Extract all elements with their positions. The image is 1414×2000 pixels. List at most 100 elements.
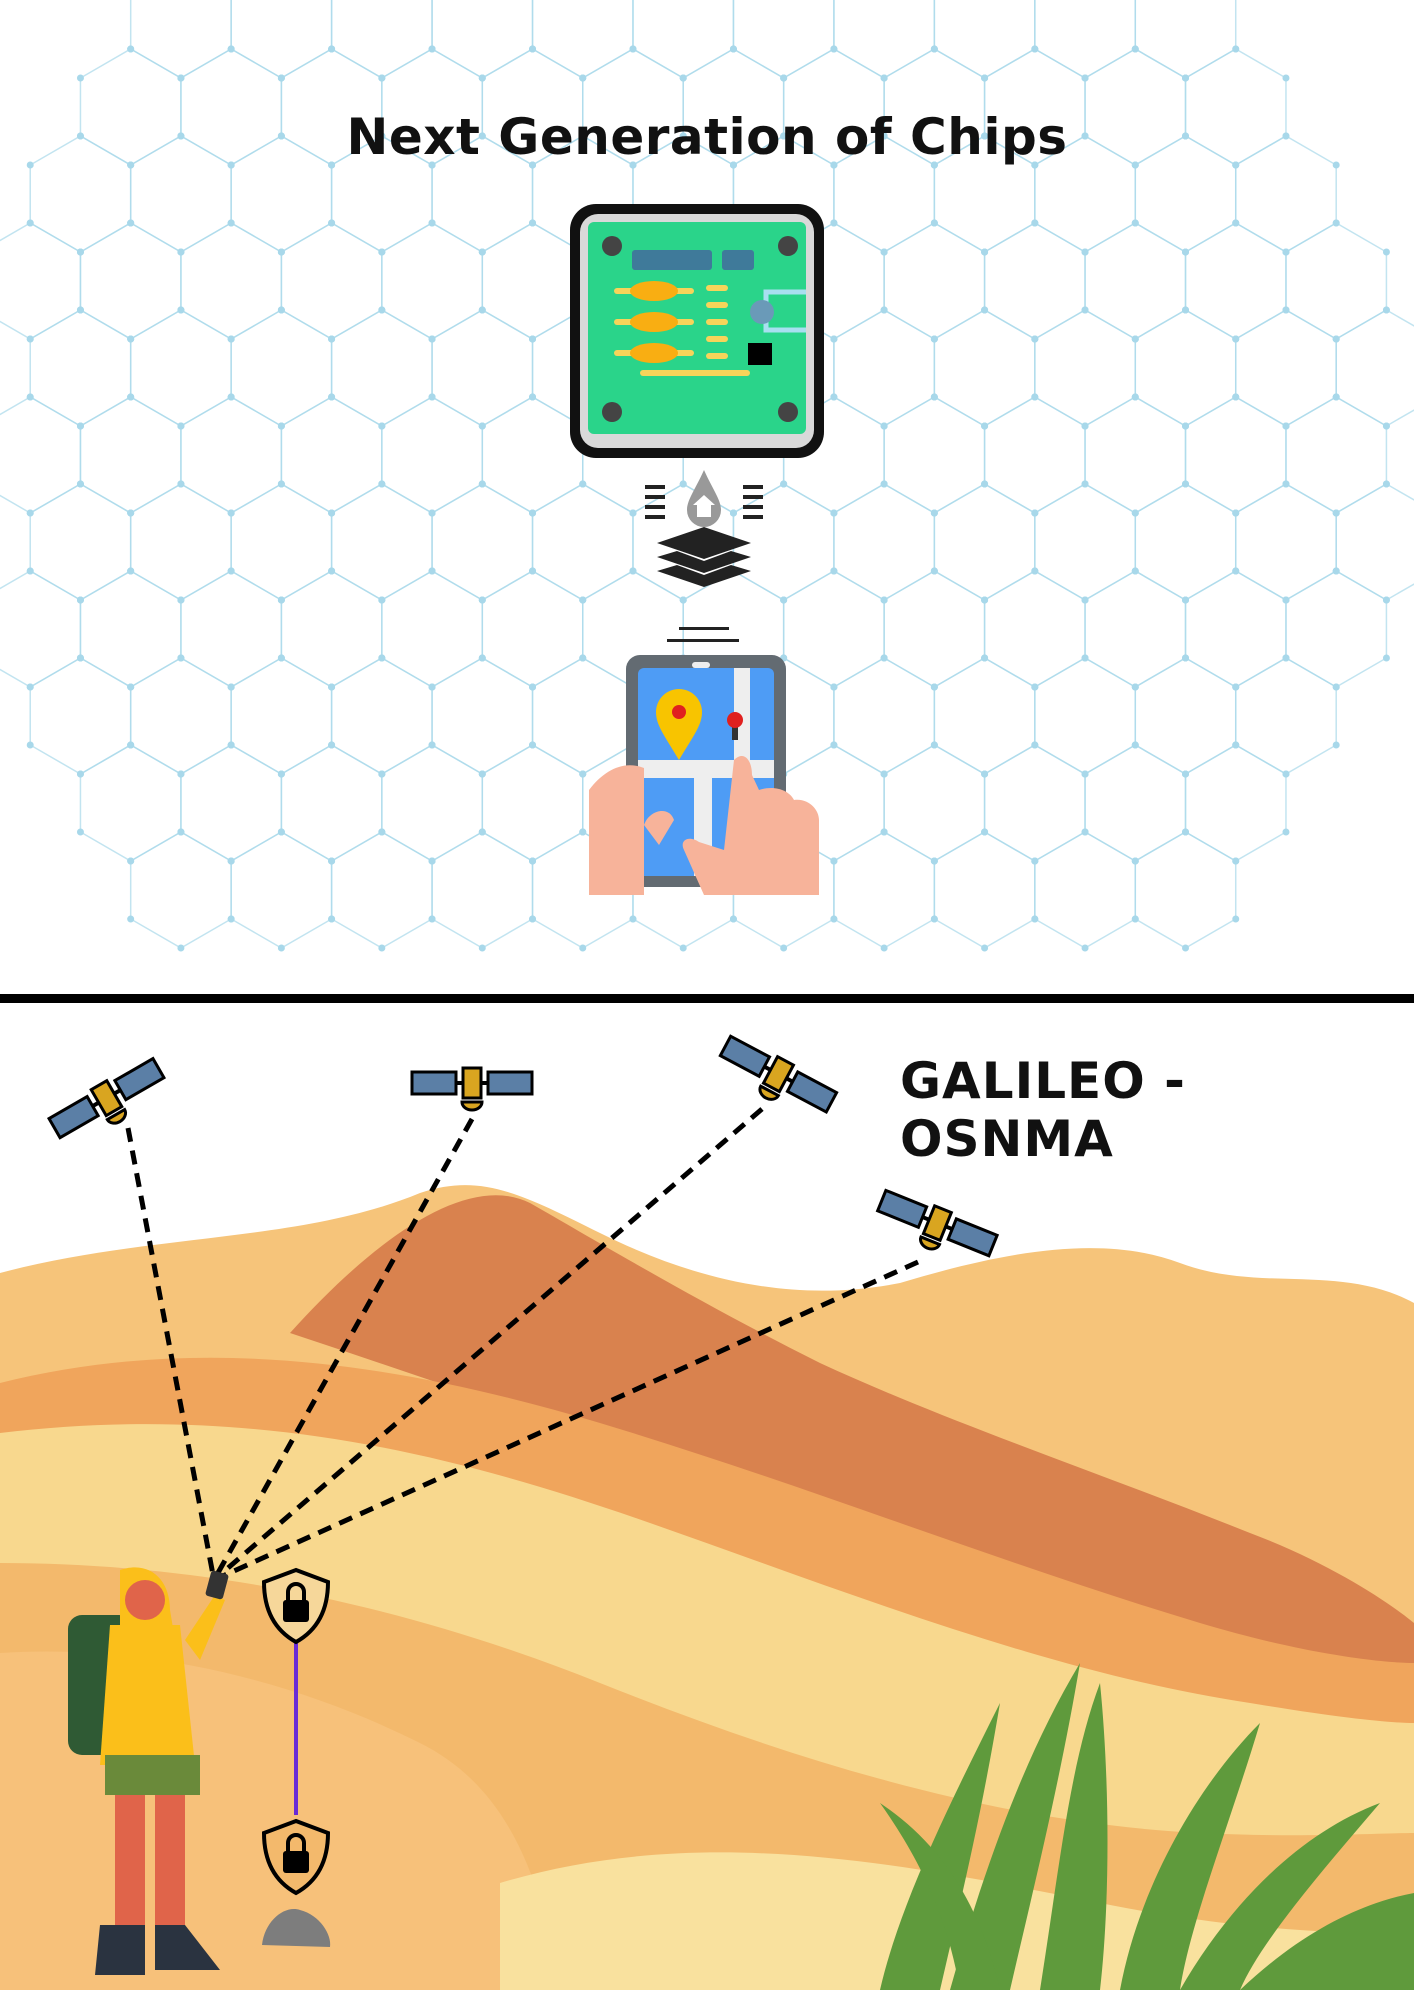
hex-node [529, 335, 537, 343]
satellite-icon [46, 1056, 167, 1140]
hexagon [79, 570, 182, 688]
hex-node [1182, 596, 1190, 604]
hexagon [1234, 657, 1337, 775]
hexagon [833, 483, 936, 601]
grass [880, 1663, 1414, 1990]
hexagon [531, 0, 634, 79]
hex-node [930, 683, 938, 691]
hex-node [830, 857, 838, 865]
hex-node [880, 248, 888, 256]
hex-node [428, 915, 436, 923]
hex-node [1131, 335, 1139, 343]
hex-node [277, 248, 285, 256]
hex-node [378, 480, 386, 488]
hex-node [478, 74, 486, 82]
hex-node [529, 683, 537, 691]
hex-node [76, 770, 84, 778]
hexagon [431, 0, 534, 79]
hex-node [227, 161, 235, 169]
hex-node [177, 306, 185, 314]
hex-node [1332, 219, 1340, 227]
hex-node [780, 596, 788, 604]
hex-node [1232, 509, 1240, 517]
hexagon [129, 657, 232, 775]
signal-line [125, 1127, 217, 1581]
hexagon [381, 744, 484, 862]
hex-node [177, 422, 185, 430]
hex-node [880, 306, 888, 314]
hex-node [1131, 567, 1139, 575]
hex-node [679, 74, 687, 82]
hexagon [983, 570, 1086, 688]
hexagon [129, 483, 232, 601]
hex-node [177, 654, 185, 662]
hex-node [1081, 770, 1089, 778]
hex-node [127, 161, 135, 169]
upload-layers-icon [645, 470, 763, 642]
hexagon [1034, 483, 1137, 601]
hex-node [629, 567, 637, 575]
hex-node [127, 857, 135, 865]
hex-node [478, 306, 486, 314]
hex-node [529, 393, 537, 401]
hexagon [1134, 483, 1237, 601]
signal-line [211, 1117, 475, 1582]
hex-node [830, 393, 838, 401]
hex-node [26, 219, 34, 227]
hex-node [76, 74, 84, 82]
hexagon [883, 222, 986, 340]
hex-node [1282, 132, 1290, 140]
hexagon [1184, 744, 1287, 862]
hex-node [277, 828, 285, 836]
hexagon [883, 396, 986, 514]
hexagon [180, 744, 283, 862]
hex-node [729, 915, 737, 923]
hex-node [378, 306, 386, 314]
hex-node [277, 944, 285, 952]
hex-node [1081, 654, 1089, 662]
hexagon [230, 831, 333, 949]
hex-node [930, 219, 938, 227]
hex-node [981, 74, 989, 82]
hex-node [26, 393, 34, 401]
hex-node [76, 654, 84, 662]
hex-node [1182, 306, 1190, 314]
hex-node [478, 944, 486, 952]
hexagon [883, 570, 986, 688]
hexagon [431, 657, 534, 775]
hex-node [378, 770, 386, 778]
hex-node [478, 828, 486, 836]
hex-node [26, 683, 34, 691]
hex-node [880, 132, 888, 140]
hex-node [830, 567, 838, 575]
signal-line [212, 1259, 920, 1583]
hex-node [1332, 393, 1340, 401]
hex-node [880, 770, 888, 778]
hex-node [1282, 828, 1290, 836]
hex-node [1131, 915, 1139, 923]
hexagon [983, 744, 1086, 862]
hexagon [1134, 831, 1237, 949]
hex-node [1232, 393, 1240, 401]
hexagon [230, 657, 333, 775]
hex-node [1031, 219, 1039, 227]
hex-node [981, 770, 989, 778]
hexagon [129, 831, 232, 949]
hexagon [1034, 0, 1137, 79]
hex-node [227, 915, 235, 923]
hex-node [930, 741, 938, 749]
hex-node [529, 741, 537, 749]
hexagon [883, 744, 986, 862]
smartphone-map-icon [589, 655, 819, 895]
hex-node [1282, 480, 1290, 488]
hex-node [478, 654, 486, 662]
hex-node [981, 828, 989, 836]
hex-node [227, 567, 235, 575]
hex-node [478, 132, 486, 140]
hex-node [880, 944, 888, 952]
hex-node [981, 944, 989, 952]
hex-node [981, 596, 989, 604]
hexagon [1134, 657, 1237, 775]
hex-node [1031, 509, 1039, 517]
hex-node [227, 335, 235, 343]
